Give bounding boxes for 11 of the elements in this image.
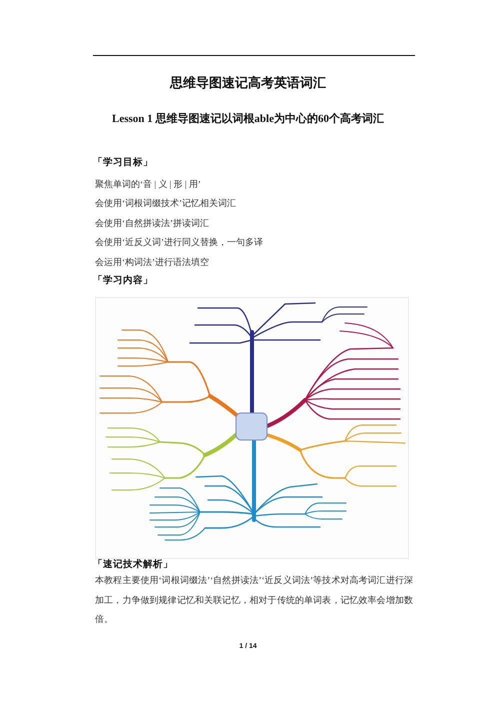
subtitle: Lesson 1 思维导图速记以词根able为中心的60个高考词汇 [112, 112, 384, 126]
goal-text: 会使用‘词根词缀技术’记忆相关词汇 [95, 198, 236, 208]
section-heading: 「学习目标」 [93, 158, 153, 170]
goal-text: 会使用‘自然拼读法’拼读词汇 [95, 218, 209, 228]
goal-text: 会运用‘构词法’进行语法填空 [95, 256, 209, 268]
title: 思维导图速记高考英语词汇 [170, 75, 326, 91]
body-paragraph: 本教程主要使用‘词根词缀法’‘自然拼读法’‘近反义词法’等技术对高考词汇进行深加工，力争做到规律记忆和关联记忆，相对于传统的单词表，记忆效率会增加数倍。 [95, 574, 413, 626]
goal-text: 聚焦单词的‘音 | 义 | 形 | 用’ [95, 178, 201, 190]
section-heading: 「学习内容」 [93, 276, 153, 288]
section-heading: 「速记技术解析」 [93, 560, 173, 572]
goal-text: 会使用‘近反义词’进行同义替换，一句多译 [95, 236, 263, 248]
